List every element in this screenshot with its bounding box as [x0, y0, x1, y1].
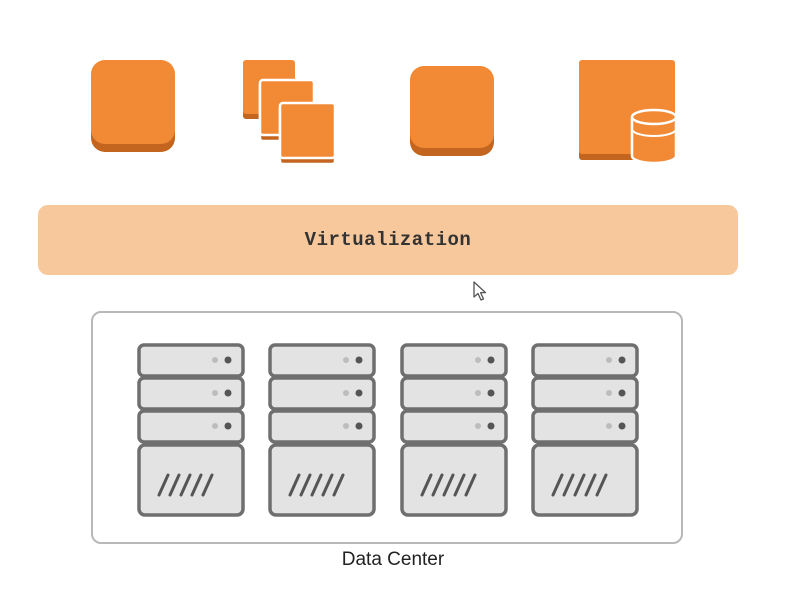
server-rack-icon — [531, 343, 639, 519]
instance-icon — [91, 60, 177, 152]
multiple-instances-icon — [242, 60, 338, 166]
server-rack-icon — [137, 343, 245, 519]
server-rack-icon — [400, 343, 508, 519]
mouse-cursor-icon — [473, 281, 489, 303]
instance-icon — [410, 66, 496, 158]
virtualization-label: Virtualization — [304, 229, 472, 251]
virtualization-layer: Virtualization — [38, 205, 738, 275]
server-rack-icon — [268, 343, 376, 519]
data-center-label: Data Center — [341, 549, 445, 570]
instance-with-database-icon — [579, 60, 679, 164]
